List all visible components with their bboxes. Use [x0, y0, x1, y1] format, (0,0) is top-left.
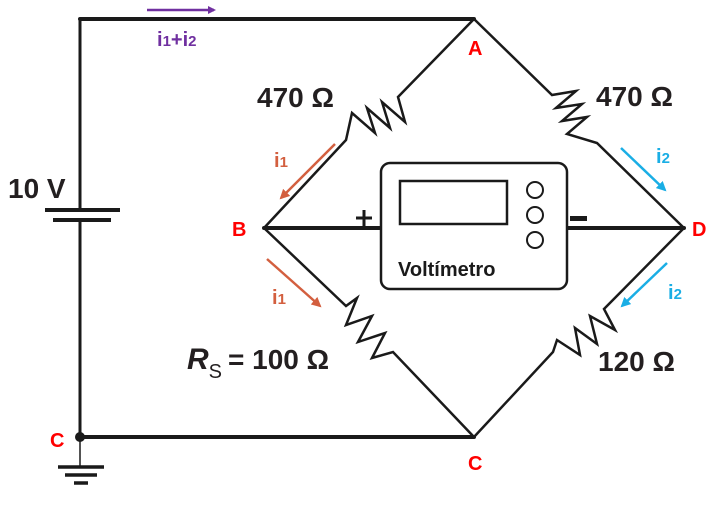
resistor-ab [262, 17, 476, 230]
source-voltage-label: 10 V [8, 173, 66, 204]
node-c-left-label: C [50, 430, 64, 452]
i2-top-label: i2 [656, 146, 670, 168]
i1-top-arrow-icon [279, 143, 336, 200]
i2-bottom-arrow-icon [620, 262, 668, 308]
resistor-ad [472, 17, 686, 230]
plus-sign-icon [356, 210, 372, 226]
resistor-ad-label: 470 Ω [596, 81, 673, 112]
ground-icon [58, 432, 104, 485]
minus-sign-icon [570, 216, 587, 221]
voltmeter: Voltímetro [379, 161, 569, 291]
node-c-bottom-label: C [468, 453, 482, 475]
resistor-dc [472, 226, 686, 439]
resistor-bc-label: RS= 100 Ω [187, 343, 329, 383]
i2-bottom-label: i2 [668, 282, 682, 304]
node-b-label: B [232, 219, 246, 241]
total-current-label: i1+i2 [157, 29, 197, 51]
resistor-ab-label: 470 Ω [257, 82, 334, 113]
i1-top-label: i1 [274, 150, 288, 172]
voltmeter-knob-3 [526, 231, 544, 249]
voltmeter-label: Voltímetro [398, 259, 495, 281]
resistor-bc [262, 226, 476, 439]
voltmeter-knob-1 [526, 181, 544, 199]
resistor-dc-label: 120 Ω [598, 346, 675, 377]
node-a-label: A [468, 38, 482, 60]
battery-icon [45, 208, 120, 222]
node-d-label: D [692, 219, 706, 241]
i1-bottom-arrow-icon [266, 258, 322, 308]
voltmeter-display [398, 179, 509, 226]
i2-top-arrow-icon [620, 147, 667, 192]
i1-bottom-label: i1 [272, 287, 286, 309]
voltmeter-knob-2 [526, 206, 544, 224]
